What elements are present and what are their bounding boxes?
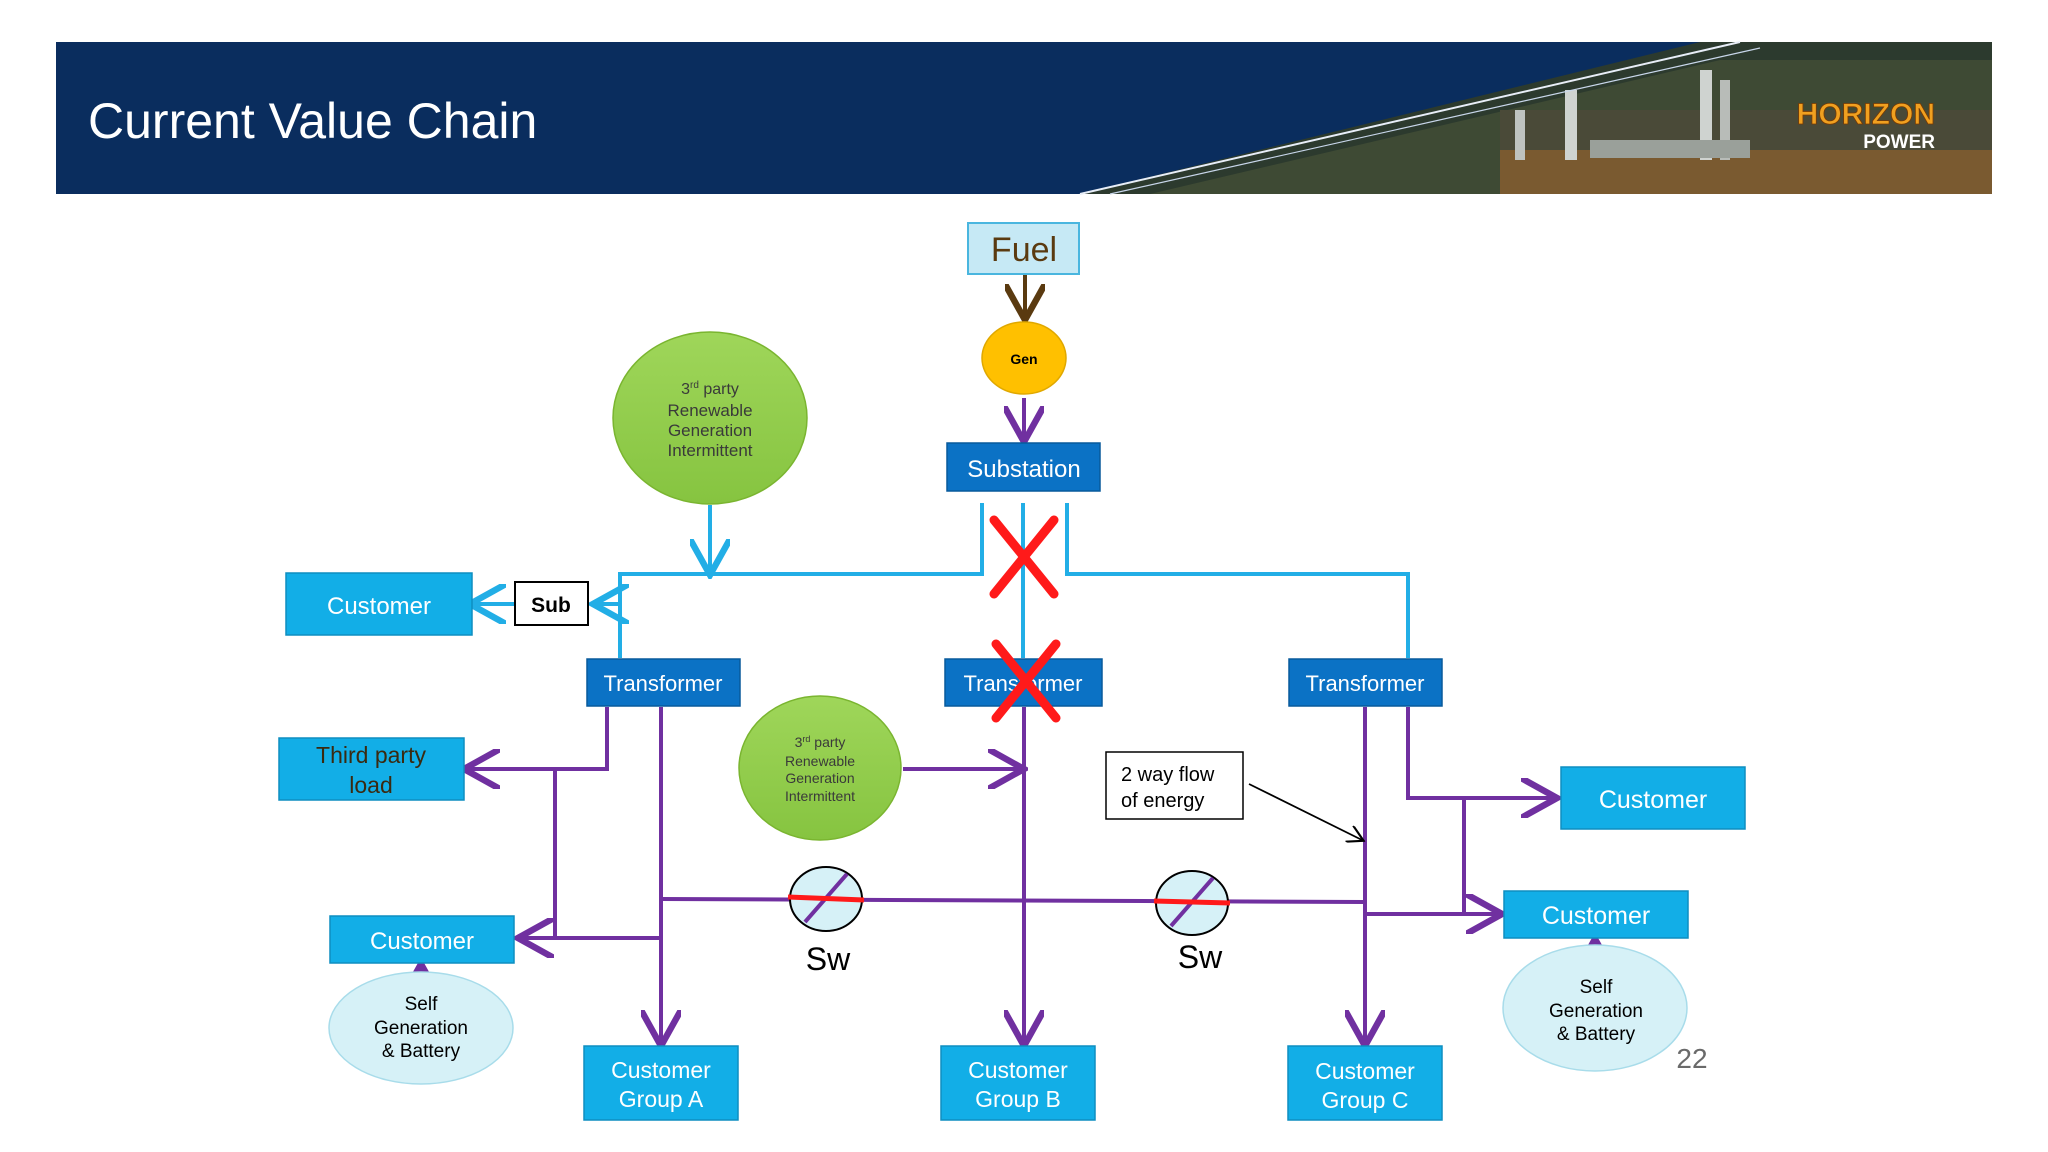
svg-text:HORIZON: HORIZON — [1797, 98, 1935, 131]
transformer-box-left: Transformer — [586, 658, 741, 707]
gen-circle: Gen — [981, 321, 1067, 395]
customer-box-right: Customer — [1503, 890, 1689, 939]
svg-text:Sw: Sw — [806, 941, 851, 977]
svg-text:Customer: Customer — [1315, 1058, 1415, 1084]
svg-text:of energy: of energy — [1121, 790, 1204, 812]
svg-text:Customer: Customer — [1599, 786, 1707, 814]
switch-right: Sw — [1153, 870, 1231, 975]
purple-connectors — [421, 398, 1595, 1042]
svg-text:Customer: Customer — [1542, 902, 1650, 930]
third-party-load-box: Third party load — [278, 737, 465, 801]
svg-text:Intermittent: Intermittent — [667, 441, 752, 460]
svg-text:Customer: Customer — [327, 593, 431, 620]
customer-box-right-top: Customer — [1560, 766, 1746, 830]
svg-text:Gen: Gen — [1010, 351, 1037, 367]
svg-text:Fuel: Fuel — [991, 231, 1057, 269]
substation-box: Substation — [946, 442, 1101, 492]
svg-text:Generation: Generation — [1549, 1001, 1643, 1022]
customer-group-c-box: Customer Group C — [1287, 1045, 1443, 1121]
svg-text:Group C: Group C — [1322, 1087, 1409, 1113]
red-x-lower — [991, 639, 1061, 723]
svg-text:& Battery: & Battery — [382, 1041, 461, 1062]
svg-text:Generation: Generation — [785, 770, 854, 786]
svg-text:Renewable: Renewable — [667, 401, 752, 420]
svg-text:load: load — [349, 772, 392, 798]
svg-text:2 way flow: 2 way flow — [1121, 764, 1215, 786]
renewable-circle-top: 3rd party Renewable Generation Intermitt… — [612, 331, 808, 505]
svg-text:3rd party: 3rd party — [795, 734, 846, 750]
svg-text:Transformer: Transformer — [1306, 671, 1425, 696]
svg-text:Group B: Group B — [975, 1086, 1061, 1112]
svg-text:Customer: Customer — [968, 1057, 1068, 1083]
fuel-box: Fuel — [967, 222, 1080, 275]
svg-text:Self: Self — [1580, 977, 1613, 998]
svg-text:3rd party: 3rd party — [681, 380, 739, 398]
self-gen-circle-right: Self Generation & Battery — [1502, 944, 1688, 1072]
svg-text:Self: Self — [405, 994, 438, 1015]
cyan-connectors — [474, 503, 1410, 658]
svg-text:Sub: Sub — [531, 594, 571, 617]
sub-box: Sub — [514, 581, 589, 626]
svg-text:Third party: Third party — [316, 742, 426, 768]
page-title: Current Value Chain — [88, 93, 537, 149]
customer-box-left: Customer — [329, 915, 515, 964]
transformer-box-right: Transformer — [1288, 658, 1443, 707]
customer-group-b-box: Customer Group B — [940, 1045, 1096, 1121]
page-number: 22 — [1676, 1043, 1707, 1074]
red-x-upper — [989, 515, 1059, 599]
svg-text:Customer: Customer — [611, 1057, 711, 1083]
svg-text:Generation: Generation — [374, 1018, 468, 1039]
switch-left: Sw — [787, 866, 865, 977]
self-gen-circle-left: Self Generation & Battery — [328, 971, 514, 1085]
svg-text:Sw: Sw — [1178, 939, 1223, 975]
svg-text:& Battery: & Battery — [1557, 1024, 1636, 1045]
header-banner: Current Value Chain HORIZON POWER — [56, 41, 1992, 195]
renewable-circle-mid: 3rd party Renewable Generation Intermitt… — [738, 695, 902, 841]
customer-group-a-box: Customer Group A — [583, 1045, 739, 1121]
svg-text:Renewable: Renewable — [785, 753, 855, 769]
customer-box-top-left: Customer — [285, 572, 473, 636]
svg-text:Substation: Substation — [967, 456, 1080, 483]
svg-text:Intermittent: Intermittent — [785, 788, 855, 804]
svg-text:Generation: Generation — [668, 421, 752, 440]
two-way-flow-callout: 2 way flow of energy — [1105, 751, 1362, 840]
svg-text:Group A: Group A — [619, 1086, 704, 1112]
svg-text:Customer: Customer — [370, 928, 474, 955]
svg-text:POWER: POWER — [1863, 132, 1935, 153]
horizon-power-logo: HORIZON POWER — [1796, 98, 1935, 153]
svg-text:Transformer: Transformer — [604, 671, 723, 696]
